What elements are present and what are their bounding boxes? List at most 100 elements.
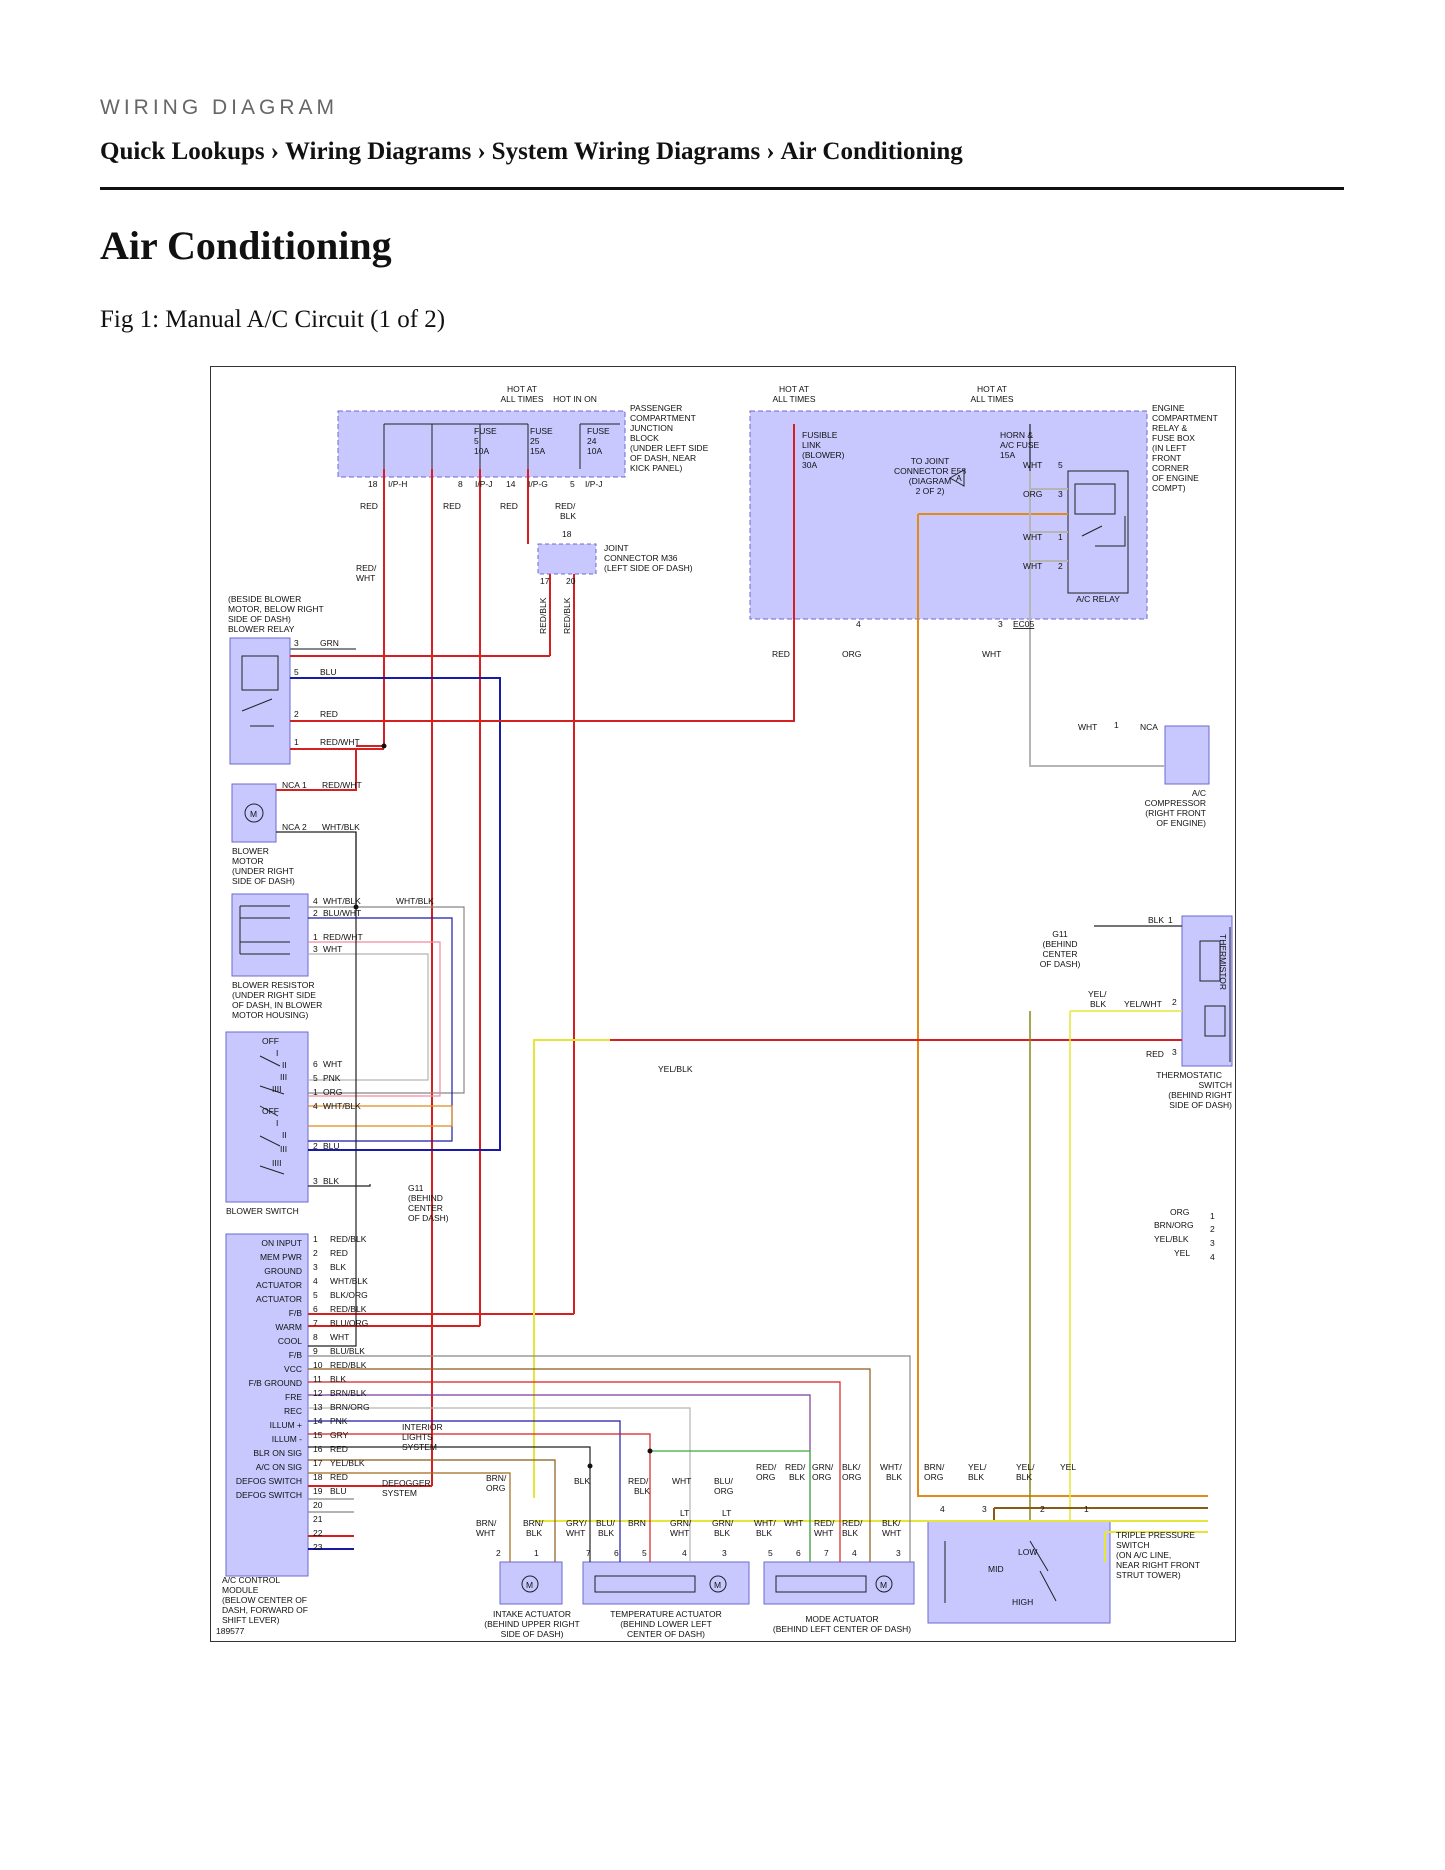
svg-text:LINK: LINK: [802, 440, 821, 450]
svg-text:MEM PWR: MEM PWR: [260, 1252, 302, 1262]
svg-text:10: 10: [313, 1360, 323, 1370]
svg-text:(BEHIND UPPER RIGHT: (BEHIND UPPER RIGHT: [484, 1619, 579, 1629]
m36-wire-red-blk-2: RED/BLK: [562, 597, 572, 634]
svg-text:MOTOR, BELOW RIGHT: MOTOR, BELOW RIGHT: [228, 604, 324, 614]
breadcrumb-link-wiring-diagrams[interactable]: Wiring Diagrams: [285, 138, 472, 165]
mode-motor-symbol: M: [880, 1580, 887, 1590]
svg-text:(RIGHT FRONT: (RIGHT FRONT: [1145, 808, 1206, 818]
page-kicker: WIRING DIAGRAM: [100, 96, 338, 119]
svg-text:23: 23: [313, 1542, 323, 1552]
svg-text:TO JOINT: TO JOINT: [911, 456, 950, 466]
svg-text:(UNDER RIGHT: (UNDER RIGHT: [232, 866, 294, 876]
svg-text:RED/WHT: RED/WHT: [320, 737, 360, 747]
svg-text:3: 3: [294, 638, 299, 648]
svg-text:7: 7: [586, 1548, 591, 1558]
breadcrumb-link-quick-lookups[interactable]: Quick Lookups: [100, 138, 265, 165]
resistor-splice-wire: WHT/BLK: [396, 896, 434, 906]
breadcrumb-link-system-wiring-diagrams[interactable]: System Wiring Diagrams: [491, 138, 761, 165]
svg-text:4: 4: [852, 1548, 857, 1558]
svg-text:A/C ON SIG: A/C ON SIG: [256, 1462, 302, 1472]
svg-text:MODULE: MODULE: [222, 1585, 259, 1595]
svg-text:BLK: BLK: [560, 511, 576, 521]
svg-text:G11: G11: [408, 1183, 424, 1193]
svg-text:RED/: RED/: [814, 1518, 835, 1528]
svg-text:WHT/BLK: WHT/BLK: [323, 896, 361, 906]
breadcrumb-separator: ›: [270, 138, 279, 165]
svg-text:30A: 30A: [802, 460, 817, 470]
svg-text:16: 16: [313, 1444, 323, 1454]
svg-text:WHT: WHT: [1023, 532, 1042, 542]
svg-text:(BEHIND RIGHT: (BEHIND RIGHT: [1168, 1090, 1232, 1100]
thermostatic-yel-blk: YEL/BLK: [1088, 989, 1107, 1009]
svg-text:DEFOGGER: DEFOGGER: [382, 1478, 431, 1488]
svg-text:BLOWER: BLOWER: [232, 846, 269, 856]
svg-text:INTAKE ACTUATOR: INTAKE ACTUATOR: [493, 1609, 571, 1619]
svg-text:OF DASH): OF DASH): [1040, 959, 1081, 969]
svg-text:SIDE OF DASH): SIDE OF DASH): [501, 1629, 564, 1639]
svg-text:YEL/WHT: YEL/WHT: [1124, 999, 1162, 1009]
page-title: Air Conditioning: [100, 223, 392, 268]
svg-text:3: 3: [722, 1548, 727, 1558]
svg-text:A/C CONTROL: A/C CONTROL: [222, 1575, 280, 1585]
svg-text:I: I: [276, 1048, 278, 1058]
svg-text:VCC: VCC: [284, 1364, 302, 1374]
svg-text:TRIPLE PRESSURE: TRIPLE PRESSURE: [1116, 1530, 1195, 1540]
svg-text:BLK: BLK: [1016, 1472, 1032, 1482]
svg-text:3: 3: [313, 1176, 318, 1186]
svg-text:F/B GROUND: F/B GROUND: [249, 1378, 302, 1388]
svg-text:6: 6: [313, 1304, 318, 1314]
wiring-diagram: HOT AT ALL TIMES HOT IN ON HOT AT ALL TI…: [210, 366, 1236, 1642]
svg-text:JOINT: JOINT: [604, 543, 629, 553]
svg-text:FUSE BOX: FUSE BOX: [1152, 433, 1195, 443]
svg-text:BLK: BLK: [634, 1486, 650, 1496]
svg-text:(UNDER LEFT SIDE: (UNDER LEFT SIDE: [630, 443, 709, 453]
svg-text:BRN/: BRN/: [486, 1473, 507, 1483]
intake-motor-symbol: M: [526, 1580, 533, 1590]
svg-text:COMPT): COMPT): [1152, 483, 1186, 493]
svg-text:RED/: RED/: [756, 1462, 777, 1472]
engine-all-times-label: ALL TIMES: [773, 394, 816, 404]
svg-text:CONNECTOR E58: CONNECTOR E58: [894, 466, 966, 476]
svg-text:2: 2: [302, 822, 307, 832]
svg-text:FRONT: FRONT: [1152, 453, 1181, 463]
svg-text:(BEHIND: (BEHIND: [1043, 939, 1078, 949]
svg-text:1: 1: [313, 1087, 318, 1097]
breadcrumb-separator: ›: [766, 138, 775, 165]
svg-text:MOTOR: MOTOR: [232, 856, 263, 866]
svg-text:BLK: BLK: [574, 1476, 590, 1486]
blower-motor: [231, 783, 277, 843]
svg-text:6: 6: [614, 1548, 619, 1558]
m36-pin-18: 18: [562, 529, 572, 539]
svg-text:CENTER: CENTER: [408, 1203, 443, 1213]
svg-text:WARM: WARM: [275, 1322, 302, 1332]
svg-text:WHT/BLK: WHT/BLK: [330, 1276, 368, 1286]
svg-text:ORG: ORG: [323, 1087, 342, 1097]
svg-text:FRE: FRE: [285, 1392, 302, 1402]
blower-relay: [229, 637, 291, 765]
svg-text:RED: RED: [500, 501, 518, 511]
engine-wire-wht: WHT: [982, 649, 1001, 659]
svg-text:WHT/: WHT/: [880, 1462, 902, 1472]
svg-text:ORG: ORG: [842, 1472, 861, 1482]
svg-text:CORNER: CORNER: [1152, 463, 1189, 473]
m36-wire-red-blk-1: RED/BLK: [538, 597, 548, 634]
svg-text:RED: RED: [360, 501, 378, 511]
bottom-wire-labels: BRN/ORG BLK RED/BLK WHT BLU/ORG RED/ORG …: [486, 1462, 1076, 1496]
svg-text:BLOWER RELAY: BLOWER RELAY: [228, 624, 295, 634]
svg-text:RED: RED: [1146, 1049, 1164, 1059]
svg-text:ORG: ORG: [714, 1486, 733, 1496]
svg-text:(BEHIND LOWER LEFT: (BEHIND LOWER LEFT: [620, 1619, 712, 1629]
svg-text:25: 25: [530, 436, 540, 446]
svg-text:FUSE: FUSE: [530, 426, 553, 436]
svg-text:5: 5: [313, 1073, 318, 1083]
svg-text:3: 3: [982, 1504, 987, 1514]
svg-text:1: 1: [1114, 720, 1119, 730]
svg-text:2: 2: [294, 709, 299, 719]
svg-text:(ON A/C LINE,: (ON A/C LINE,: [1116, 1550, 1171, 1560]
svg-text:RED: RED: [330, 1444, 348, 1454]
svg-text:BLU: BLU: [320, 667, 337, 677]
engine-connector-ec05: EC05: [1013, 619, 1035, 629]
